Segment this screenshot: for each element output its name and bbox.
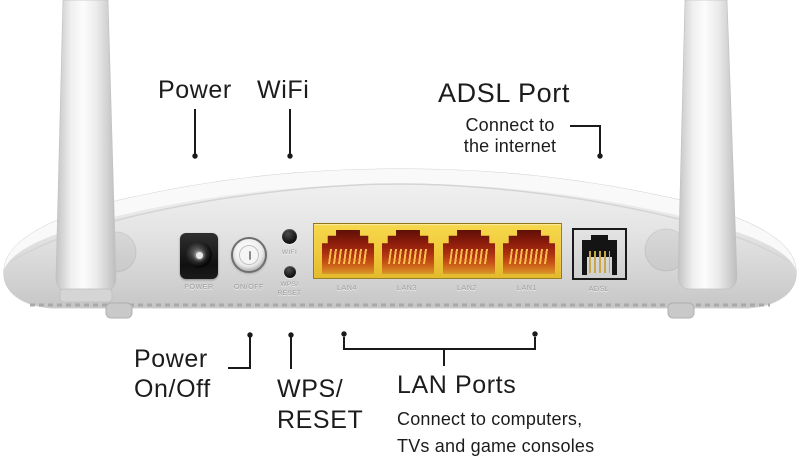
lan-port-block (313, 223, 562, 279)
rj45-jack-icon (443, 230, 495, 274)
lan-bracket-dot-right (532, 331, 538, 337)
adsl-port (572, 228, 627, 280)
router-rim-seam (9, 183, 791, 263)
rj45-jack-icon (382, 230, 434, 274)
dc-jack-barrel-icon (186, 242, 212, 268)
power-onoff-leader-dot (247, 332, 253, 338)
rj45-jack-icon (503, 230, 555, 274)
callout-wifi: WiFi (257, 76, 310, 104)
rj11-leg (612, 257, 617, 275)
engraved-label-onoff: ON/OFF (233, 284, 265, 291)
power-onoff-button-cap (239, 245, 259, 265)
router-right-foot (667, 302, 695, 319)
left-antenna-base (59, 288, 113, 303)
engraved-label-wps1: WPS/ (280, 281, 299, 288)
power-symbol-icon (249, 251, 251, 260)
rj11-leg (582, 257, 587, 275)
callout-lan-title: LAN Ports (397, 371, 517, 399)
wps-reset-button (284, 266, 296, 278)
power-onoff-button (231, 237, 267, 273)
callout-wps-line1: WPS/ (277, 375, 344, 403)
engraved-label-wps2: RESET (277, 290, 302, 297)
power-onoff-leader-line (228, 337, 251, 369)
engraved-label-lan4: LAN4 (337, 285, 357, 292)
wps-leader-dot (288, 332, 294, 338)
dc-power-jack (180, 233, 218, 279)
rj11-jack-icon (582, 235, 617, 275)
power-leader-dot (192, 153, 198, 159)
callout-power-onoff-line1: Power (134, 345, 208, 373)
adsl-leader-dot (597, 153, 603, 159)
engraved-label-power: POWER (184, 284, 214, 291)
callout-adsl-desc-line1: Connect to (465, 115, 555, 135)
callout-lan-desc-line2: TVs and game consoles (397, 436, 595, 456)
engraved-label-wifi: WIFI (281, 249, 298, 256)
router-left-foot (105, 302, 133, 319)
callout-adsl-desc: Connect to the internet (440, 115, 580, 157)
right-antenna (677, 0, 738, 290)
engraved-label-lan1: LAN1 (517, 285, 537, 292)
rj11-pins (589, 251, 610, 273)
callout-power: Power (158, 76, 232, 104)
engraved-label-lan2: LAN2 (457, 285, 477, 292)
dc-jack-pin-icon (196, 252, 203, 259)
rj11-tab (591, 235, 608, 241)
lan-bracket-dot-left (341, 331, 347, 337)
callout-adsl-desc-line2: the internet (463, 136, 557, 156)
engraved-label-adsl: ADSL (588, 286, 610, 293)
callout-wps-line2: RESET (277, 406, 364, 434)
adsl-leader-line (570, 125, 601, 155)
wifi-button (282, 229, 297, 244)
callout-power-onoff: Power On/Off (134, 344, 211, 404)
lan-bracket-line (343, 337, 536, 350)
rj45-jack-icon (322, 230, 374, 274)
callout-wps-reset: WPS/ RESET (277, 374, 363, 436)
callout-adsl-title: ADSL Port (438, 78, 570, 108)
callout-power-onoff-line2: On/Off (134, 375, 211, 403)
engraved-label-lan3: LAN3 (397, 285, 417, 292)
router-top-rim (4, 169, 796, 270)
wifi-leader-dot (287, 153, 293, 159)
callout-lan-desc-line1: Connect to computers, (397, 409, 583, 429)
